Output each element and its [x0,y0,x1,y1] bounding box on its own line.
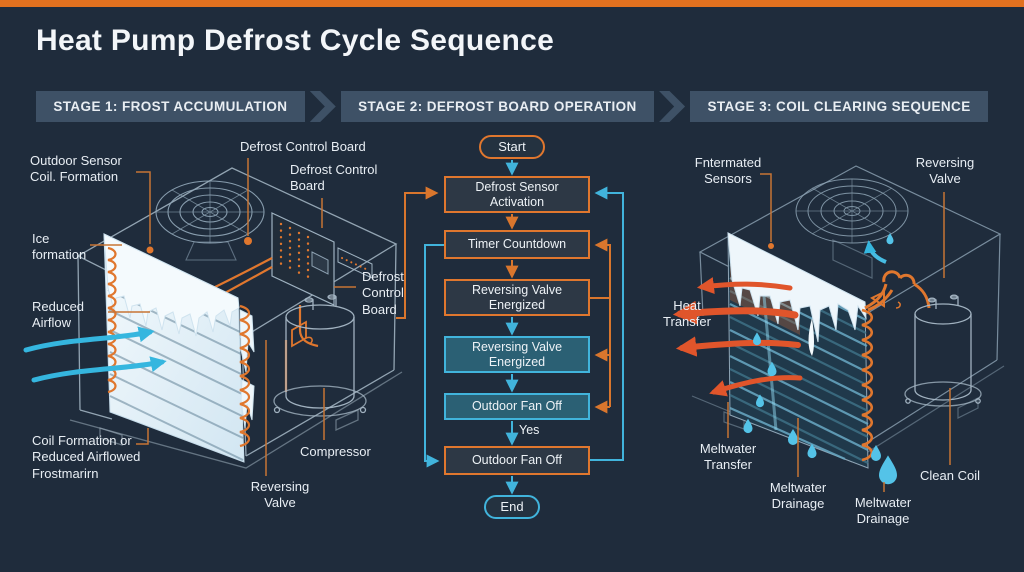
label-reduced-airflow: Reduced Airflow [32,299,85,331]
reversing-valve-icon [864,270,931,312]
defrost-control-board [271,212,373,306]
label-ice-formation: Ice formation [32,231,87,263]
heat-arrows-icon [672,277,803,397]
label-clean-coil: Clean Coil [920,468,980,483]
stage3-leader-lines [727,173,951,492]
compressor-icon [273,294,367,417]
label-coil-formation-note: Coil Formation or Reduced Airflowed Fros… [32,433,141,481]
flowchart-node-reversing-valve-energized-1: Reversing Valve Energized [444,279,590,316]
stage-2-banner: STAGE 2: DEFROST BOARD OPERATION [340,91,655,122]
flowchart-node-reversing-valve-energized-2: Reversing Valve Energized [444,336,590,373]
stage-1-banner: STAGE 1: FROST ACCUMULATION [36,91,305,122]
flowchart-end-node: End [484,495,540,519]
fan-icon [155,180,265,261]
label-defrost-control-board-right: Defrost Control Board [362,269,404,317]
label-defrost-control-board-mid: Defrost Control Board [290,162,378,194]
compressor-icon [904,294,982,407]
label-reversing-valve-stage3: Reversing Valve [915,155,975,187]
top-accent-bar [0,0,1024,7]
stage-3-banner: STAGE 3: COIL CLEARING SEQUENCE [690,91,988,122]
label-compressor: Compressor [300,444,371,459]
label-meltwater-drainage-1: Meltwater Drainage [769,480,827,512]
fan-icon [795,178,909,244]
stage1-unit-illustration [23,158,403,476]
label-sensors: Fntermated Sensors [694,155,762,187]
fan-airflow-arrow-icon [863,240,887,264]
label-meltwater-transfer: Meltwater Transfer [699,441,757,473]
stage1-leader-lines [90,158,356,476]
airflow-arrows-icon [23,326,167,383]
frosted-coil [103,233,255,463]
flowchart-start-node: Start [479,135,545,159]
label-defrost-control-board-top: Defrost Control Board [240,139,366,154]
stage-banner-row: STAGE 1: FROST ACCUMULATION STAGE 2: DEF… [36,91,988,122]
flowchart-node-outdoor-fan-off-2: Outdoor Fan Off [444,446,590,475]
label-heat-transfer: Heat Transfer [663,298,711,330]
flowchart-node-outdoor-fan-off-1: Outdoor Fan Off [444,393,590,420]
flowchart-connectors [396,160,624,495]
label-reversing-valve-stage1: Reversing Valve [250,479,310,511]
label-meltwater-drainage-2: Meltwater Drainage [854,495,912,527]
flowchart-node-timer-countdown: Timer Countdown [444,230,590,259]
stage3-unit-illustration [672,165,1005,492]
label-outdoor-sensor-coil-formation: Outdoor Sensor Coil. Formation [30,153,122,185]
flowchart-branch-label-yes: Yes [519,423,540,437]
coil-fins [861,308,874,462]
page-title: Heat Pump Defrost Cycle Sequence [36,24,555,57]
flowchart-node-defrost-sensor-activation: Defrost Sensor Activation [444,176,590,213]
